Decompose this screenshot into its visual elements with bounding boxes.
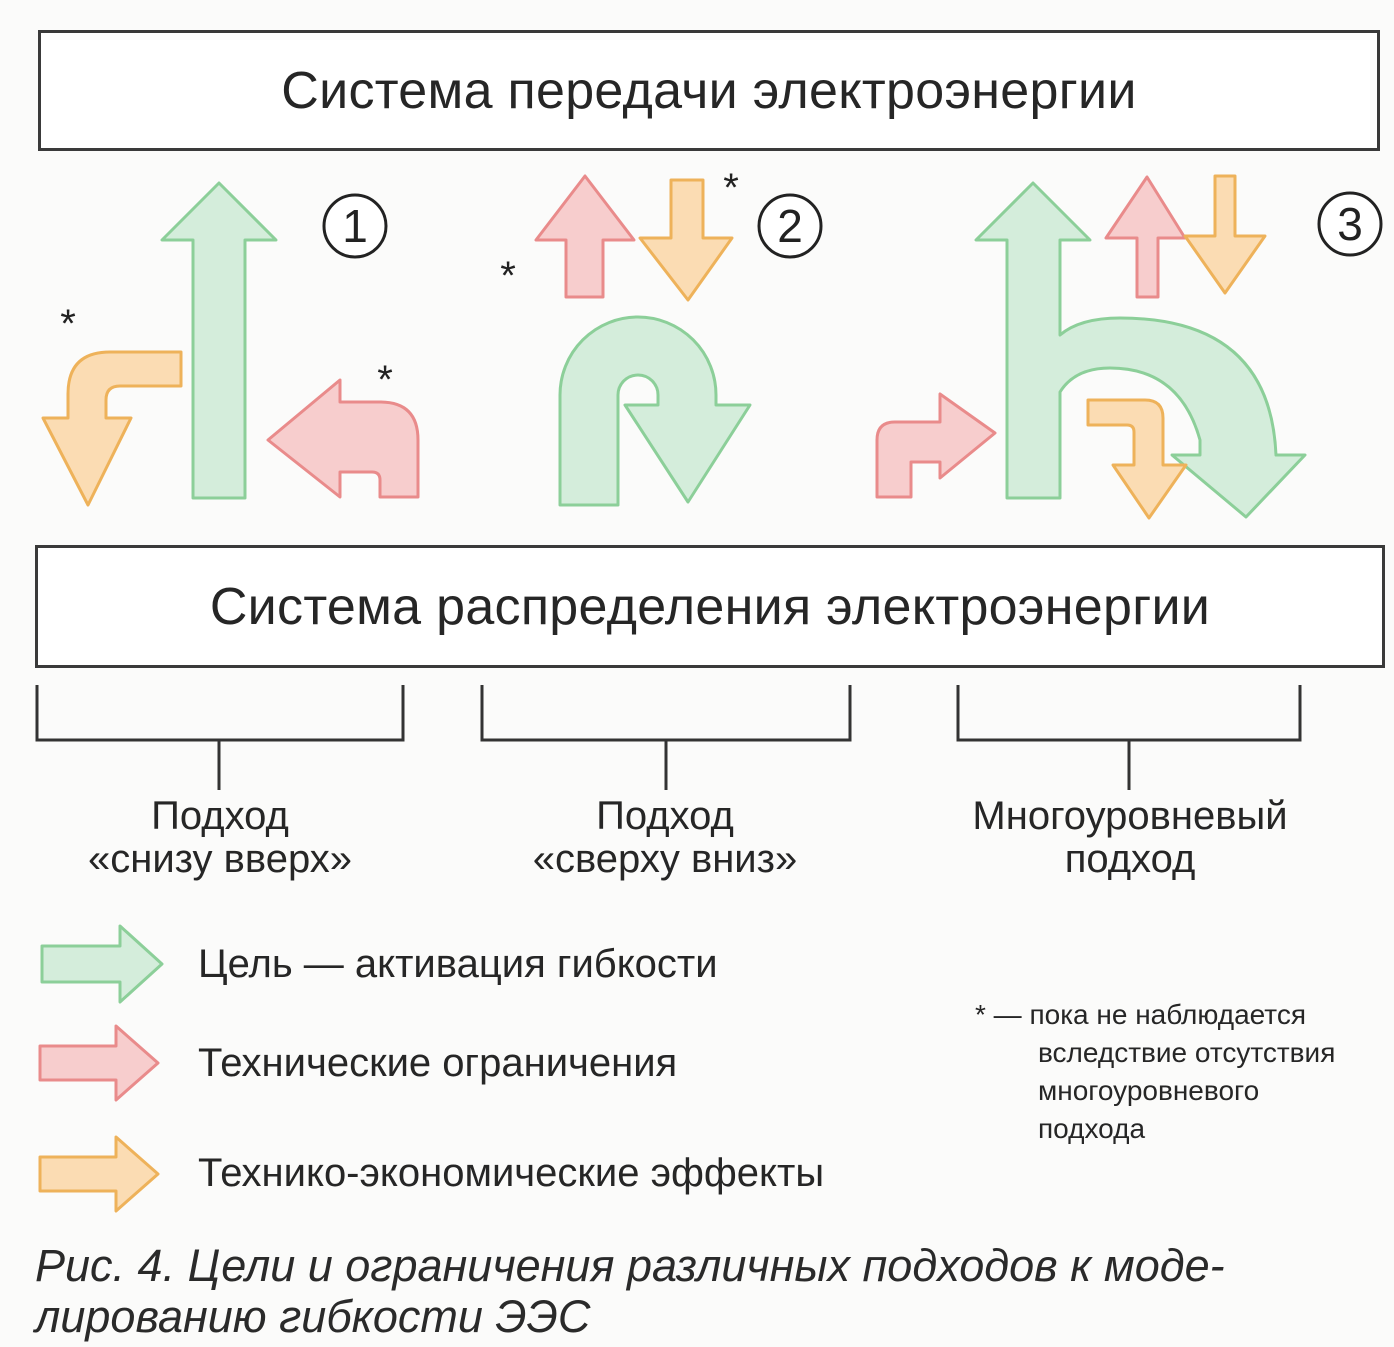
footnote-line-2: вследствие отсутствия xyxy=(1038,1037,1336,1068)
effect-arrow-down-3 xyxy=(1183,174,1267,295)
legend-constraint-label: Технические ограничения xyxy=(198,1041,678,1085)
effect-arrow-elbow-down-1 xyxy=(41,350,183,507)
figure-caption: Рис. 4. Цели и ограничения различных под… xyxy=(35,1240,1225,1342)
transmission-system-label: Система передачи электроэнергии xyxy=(281,61,1137,120)
asterisk-effect-2: * xyxy=(723,166,739,210)
effect-arrow-elbow-down-3 xyxy=(1086,398,1188,520)
bracket-bottom-up xyxy=(35,685,405,790)
asterisk-footnote: * — пока не наблюдается вследствие отсут… xyxy=(975,996,1335,1148)
goal-arrow-up-1 xyxy=(160,181,278,500)
footnote-line-1: * — пока не наблюдается xyxy=(975,999,1306,1030)
svg-text:3: 3 xyxy=(1337,198,1363,250)
goal-arrow-up-branch-3 xyxy=(974,181,1307,519)
legend-constraint-arrow-icon xyxy=(38,1024,160,1102)
asterisk-constraint-2: * xyxy=(500,254,516,298)
constraint-arrow-up-2 xyxy=(534,174,636,299)
approach-multilevel-label: Многоуровневый подход xyxy=(972,794,1288,881)
marker-1: 1 xyxy=(322,193,388,259)
goal-arrow-u-turn-2 xyxy=(558,315,752,507)
legend-goal-label: Цель — активация гибкости xyxy=(198,942,718,986)
constraint-arrow-up-3 xyxy=(1104,175,1187,299)
legend-effect-arrow-icon xyxy=(38,1135,160,1213)
svg-text:2: 2 xyxy=(777,200,803,252)
legend-goal-arrow-icon xyxy=(40,924,164,1004)
footnote-line-4: подхода xyxy=(1038,1113,1146,1144)
distribution-system-label: Система распределения электроэнергии xyxy=(209,577,1211,636)
bracket-multilevel xyxy=(956,685,1302,790)
constraint-arrow-elbow-left-1 xyxy=(266,378,420,499)
asterisk-effect-1: * xyxy=(60,302,76,346)
legend-effect-label: Технико-экономические эффекты xyxy=(198,1151,825,1195)
bracket-top-down xyxy=(480,685,852,790)
distribution-system-box: Система распределения электроэнергии xyxy=(35,545,1385,668)
svg-text:1: 1 xyxy=(342,200,368,252)
marker-3: 3 xyxy=(1317,191,1383,257)
approach-bottom-up-label: Подход «снизу вверх» xyxy=(87,794,353,881)
constraint-arrow-elbow-right-3 xyxy=(875,392,997,499)
approach-top-down-label: Подход «сверху вниз» xyxy=(532,794,798,881)
asterisk-constraint-1: * xyxy=(377,358,393,402)
footnote-line-3: многоуровневого xyxy=(1038,1075,1260,1106)
effect-arrow-down-2 xyxy=(638,178,734,302)
transmission-system-box: Система передачи электроэнергии xyxy=(38,30,1380,151)
marker-2: 2 xyxy=(757,193,823,259)
